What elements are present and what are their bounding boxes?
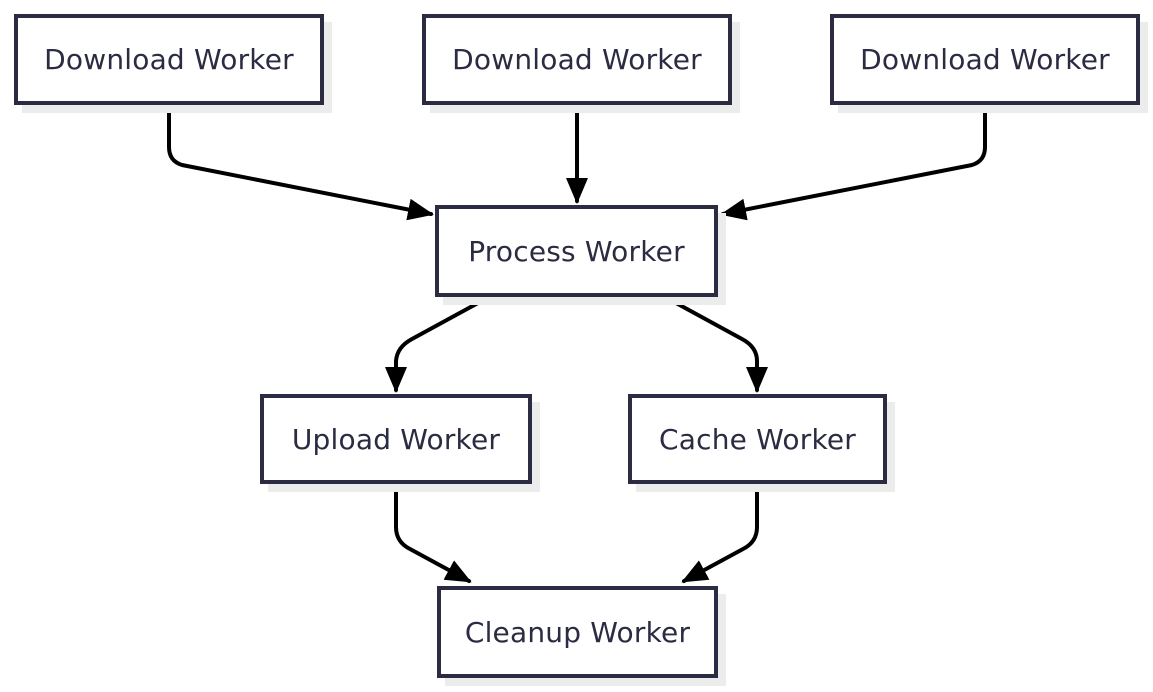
edge-download-1-to-process bbox=[167, 103, 434, 221]
node-label: Upload Worker bbox=[291, 422, 501, 456]
edge-process-to-upload bbox=[385, 295, 491, 393]
edge-download-3-to-process bbox=[720, 103, 987, 221]
edge-cache-to-cleanup bbox=[681, 482, 759, 583]
node-label: Download Worker bbox=[860, 43, 1110, 76]
node-label: Download Worker bbox=[44, 43, 294, 76]
node-label: Cleanup Worker bbox=[464, 615, 691, 649]
node-label: Download Worker bbox=[452, 43, 702, 76]
node-download-worker-2: Download Worker bbox=[422, 14, 732, 105]
node-cache-worker: Cache Worker bbox=[628, 394, 887, 484]
edge-upload-to-cleanup bbox=[394, 482, 472, 583]
node-process-worker: Process Worker bbox=[435, 205, 718, 297]
node-cleanup-worker: Cleanup Worker bbox=[437, 586, 718, 678]
node-upload-worker: Upload Worker bbox=[260, 394, 532, 484]
node-label: Cache Worker bbox=[658, 422, 857, 456]
node-label: Process Worker bbox=[468, 234, 685, 268]
node-download-worker-1: Download Worker bbox=[14, 14, 324, 105]
edge-process-to-cache bbox=[663, 295, 768, 393]
node-download-worker-3: Download Worker bbox=[830, 14, 1140, 105]
